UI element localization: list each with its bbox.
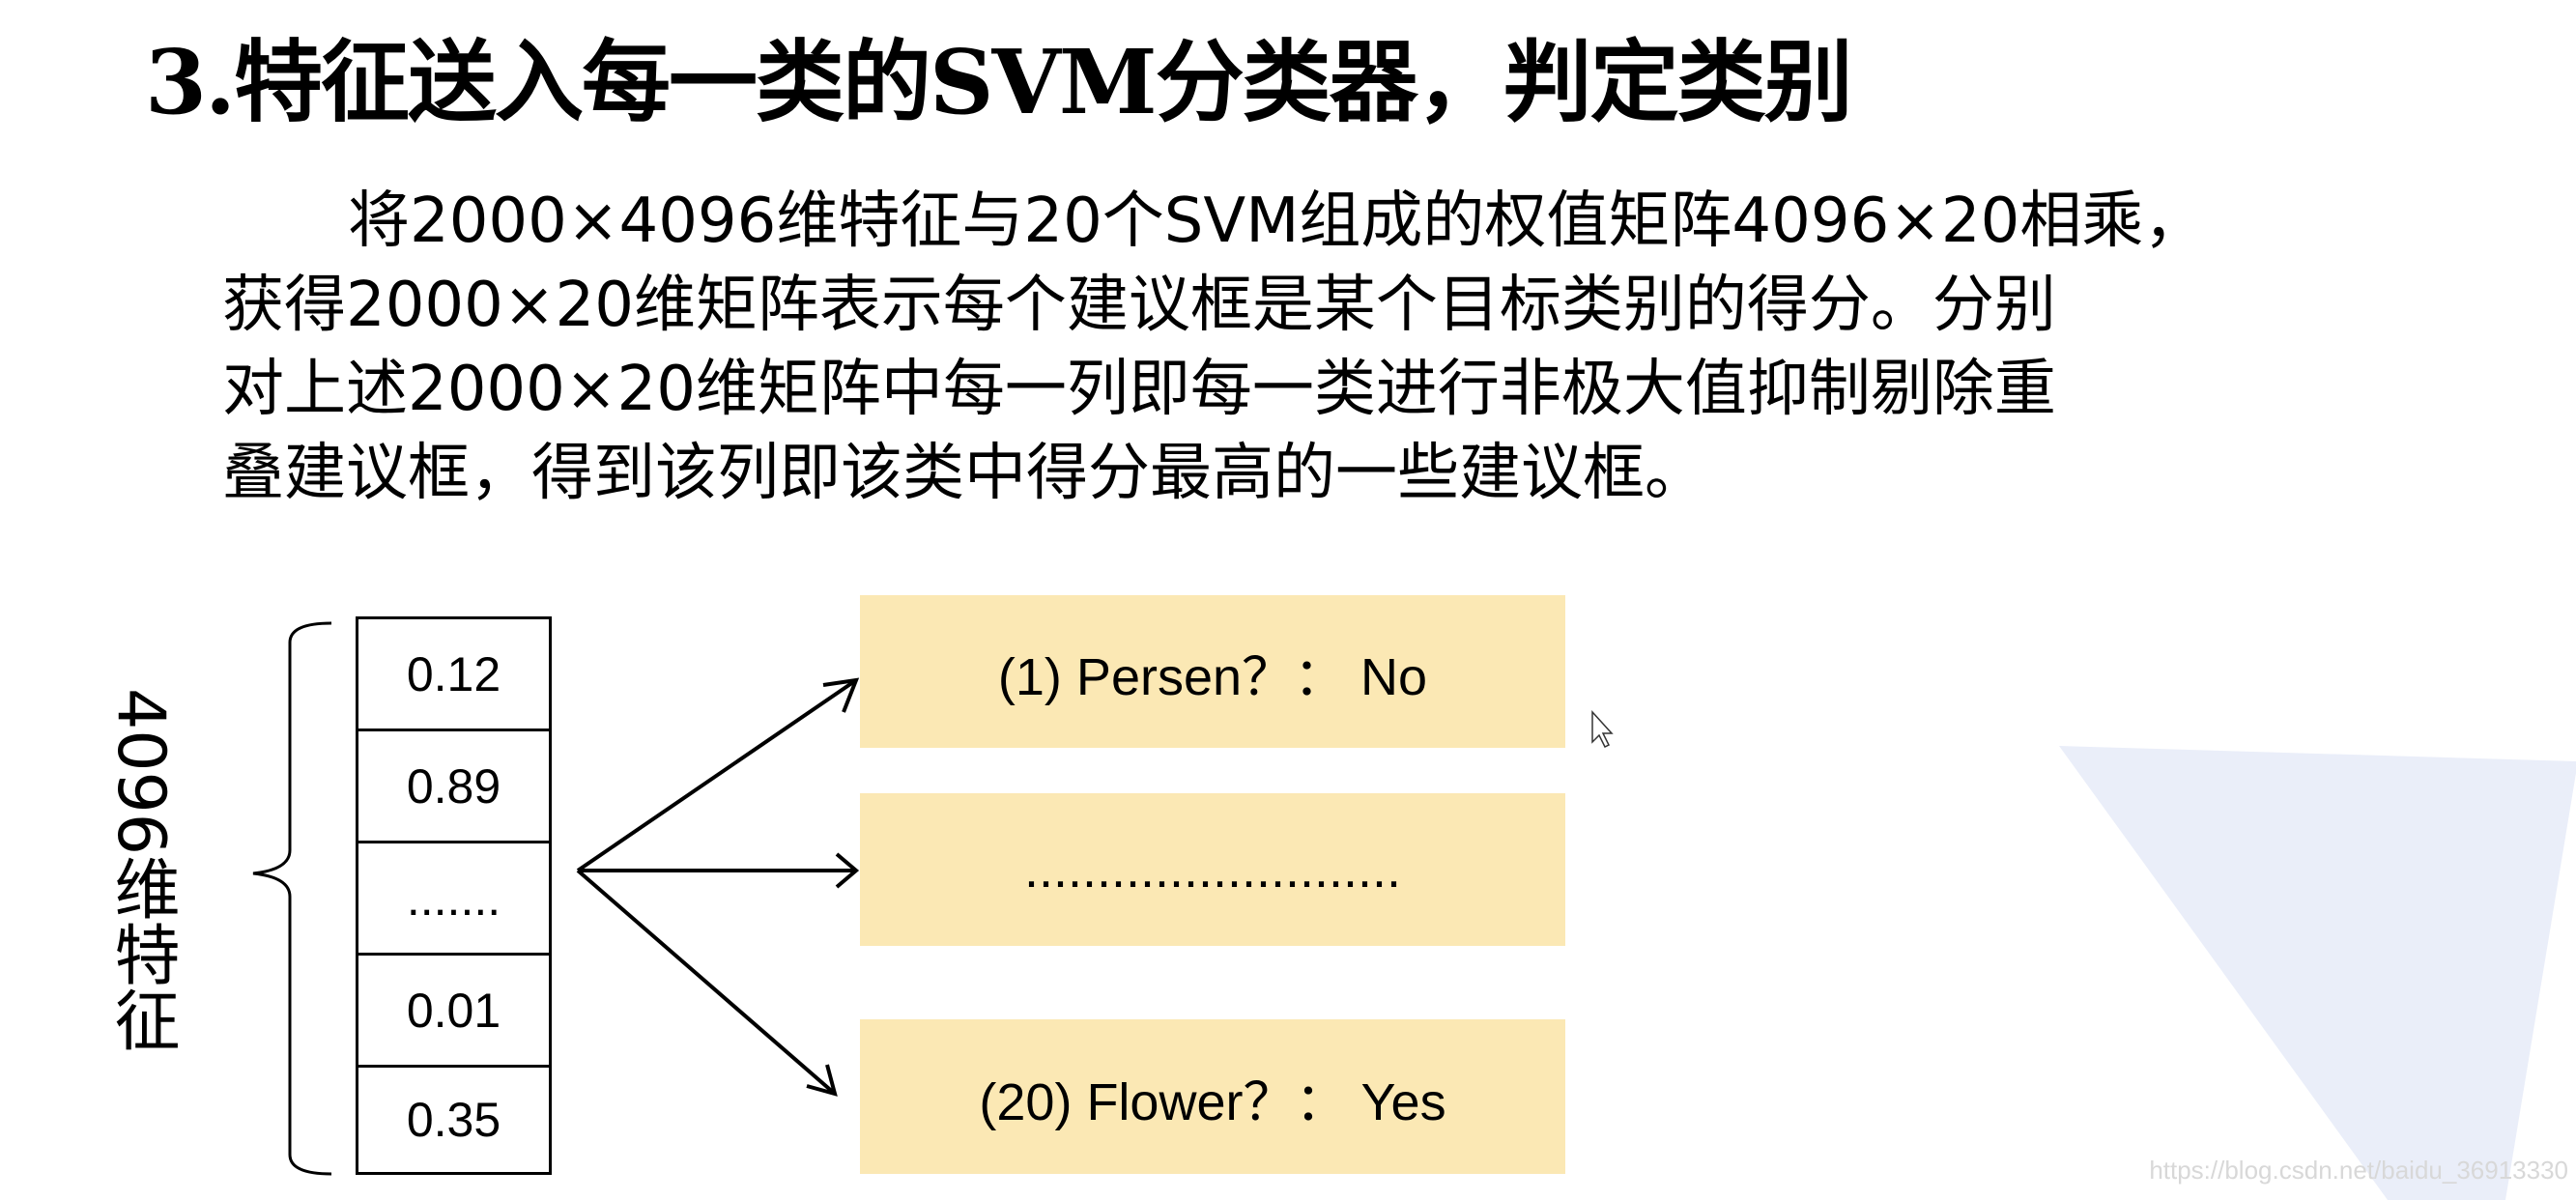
watermark: https://blog.csdn.net/baidu_36913330 — [2149, 1156, 2568, 1185]
paragraph-line-2: 获得2000×20维矩阵表示每个建议框是某个目标类别的得分。分别 — [222, 270, 2056, 341]
feature-cell: 0.12 — [356, 616, 552, 731]
classifier-result-person: (1) Persen？： No — [860, 595, 1565, 748]
arrow-to-class-1 — [576, 678, 858, 872]
left-brace — [252, 621, 332, 1176]
feature-cell: 0.89 — [356, 729, 552, 843]
feature-dimension-label: 4096维特征 — [102, 688, 179, 1053]
paragraph-line-4: 叠建议框，得到该列即该类中得分最高的一些建议框。 — [222, 438, 1706, 509]
feature-cell: 0.01 — [356, 953, 552, 1068]
arrow-head-class-1 — [822, 677, 860, 713]
feature-cell-ellipsis: ....... — [356, 841, 552, 956]
slide-title: 3.特征送入每一类的SVM分类器，判定类别 — [145, 30, 1853, 134]
paragraph-line-1: 将2000×4096维特征与20个SVM组成的权值矩阵4096×20相乘， — [348, 186, 2206, 257]
arrow-to-class-20 — [576, 869, 837, 1096]
mouse-cursor-icon — [1591, 710, 1614, 749]
paragraph-line-3: 对上述2000×20维矩阵中每一列即每一类进行非极大值抑制剔除重 — [222, 354, 2056, 425]
decorative-triangle — [2059, 746, 2576, 1200]
classifier-result-flower: (20) Flower？： Yes — [860, 1019, 1565, 1174]
arrow-head-class-middle — [835, 852, 860, 889]
arrows — [576, 677, 860, 1097]
feature-cell: 0.35 — [356, 1065, 552, 1175]
arrow-head-class-20 — [806, 1064, 838, 1097]
classifier-result-ellipsis: .......................... — [860, 793, 1565, 946]
